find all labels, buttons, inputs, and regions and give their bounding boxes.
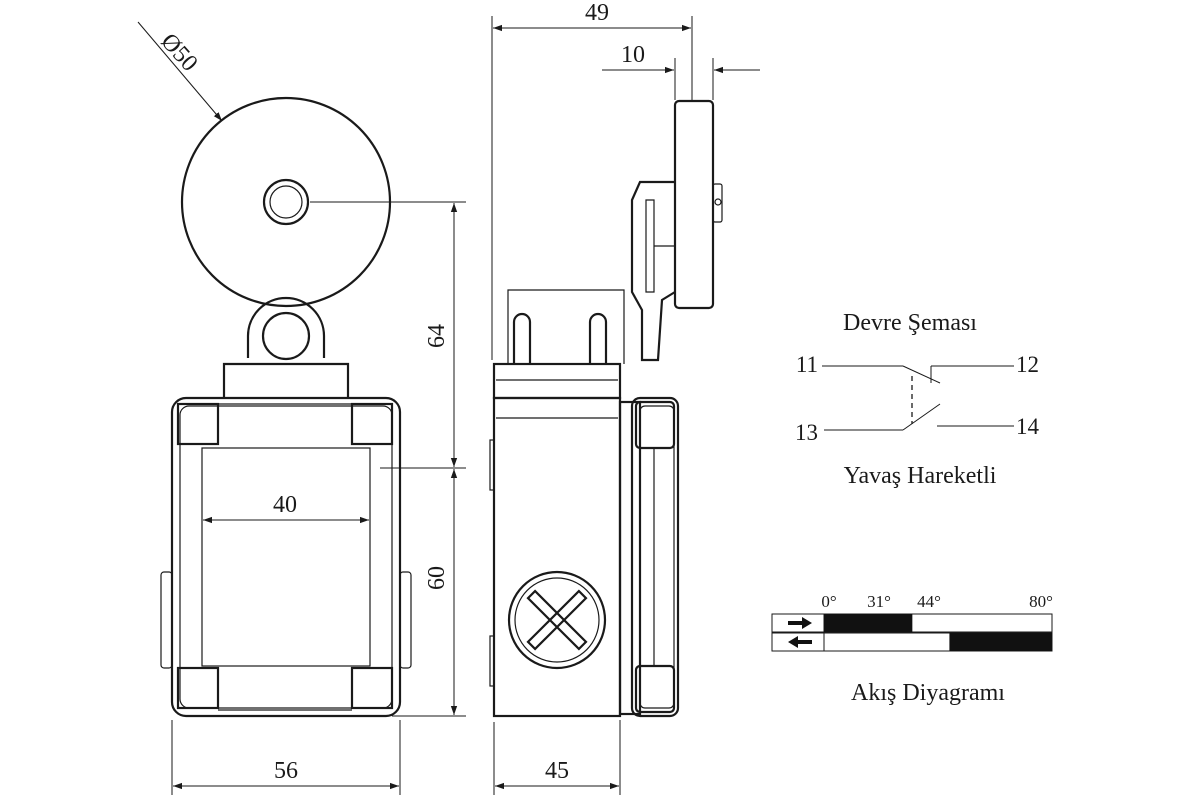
dim-front-width: 56 [274,758,298,784]
terminal-11: 11 [796,352,818,377]
circuit-diagram: Devre Şeması 11 12 13 14 Yavaş Hareketli [795,310,1040,489]
dim-side-depth: 45 [545,758,569,784]
front-view: Ø50 40 56 64 60 [137,21,466,795]
side-view: 45 49 10 [489,0,760,795]
dim-inner-width: 40 [273,492,297,518]
terminal-14: 14 [1016,414,1040,439]
cable-gland [507,570,607,670]
dim-diameter: Ø50 [156,29,203,77]
dim-total-depth: 49 [585,0,609,26]
arrow-right-icon [788,617,812,629]
flow-title: Akış Diyagramı [851,680,1005,706]
terminal-12: 12 [1016,352,1039,377]
terminal-13: 13 [795,420,818,445]
angle-label-44: 44° [917,592,941,611]
flow-bar-closed-1 [824,614,913,632]
switch-body [170,396,402,718]
circuit-caption: Yavaş Hareketli [844,463,997,489]
flow-diagram: 0° 31° 44° 80° Akış Diyagramı [771,592,1053,706]
lever-neck [222,362,350,398]
arrow-left-icon [788,636,812,648]
roller-hub [262,178,310,226]
circuit-title: Devre Şeması [843,310,977,336]
angle-label-0: 0° [821,592,836,611]
angle-label-80: 80° [1029,592,1053,611]
roller-side [673,99,715,310]
dim-body-height: 60 [424,566,450,590]
dim-height-to-roller: 64 [424,324,450,348]
angle-label-31: 31° [867,592,891,611]
lever-eye [246,296,326,358]
lever-arm-side [630,180,676,362]
flow-bar-closed-2 [949,633,1052,651]
switch-head-side [492,362,622,400]
dim-roller-width: 10 [621,42,645,68]
